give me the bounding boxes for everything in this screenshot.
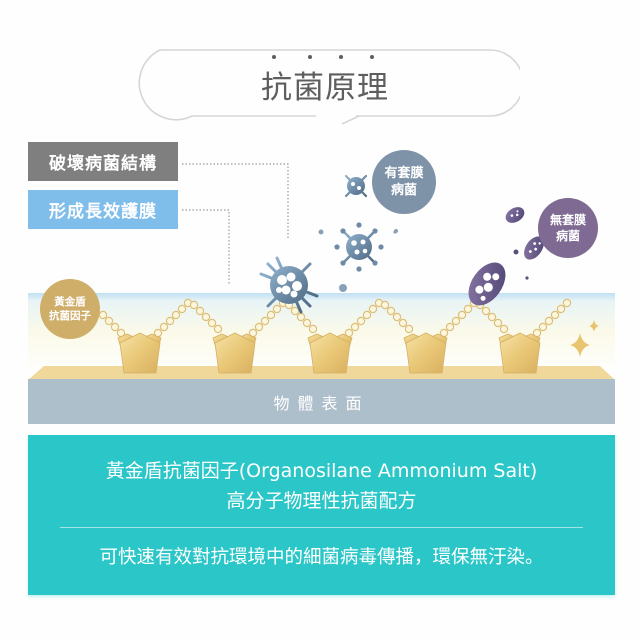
title-emphasis-dots [266,55,396,61]
virus-particles [318,229,398,292]
enveloped-virus-line2: 病菌 [390,183,417,198]
purple-particles [513,249,529,280]
enveloped-virus-medium [334,222,384,272]
info-headline: 黃金盾抗菌因子(Organosilane Ammonium Salt) [105,460,538,482]
info-panel: 黃金盾抗菌因子(Organosilane Ammonium Salt) 高分子物… [28,435,615,595]
info-subheadline: 高分子物理性抗菌配方 [226,490,417,512]
nonenveloped-virus-1 [505,207,525,223]
enveloped-virus-broken [257,255,321,315]
nonenveloped-virus-badge: 無套膜 病菌 [538,198,598,258]
object-surface-label: 物體表面 [273,393,370,413]
gold-factor-line1: 黃金盾 [54,296,86,308]
sparkle-icons [570,320,599,357]
info-description: 可快速有效對抗環境中的細菌病毒傳播，環保無汙染。 [99,547,544,568]
nonenveloped-virus-line1: 無套膜 [549,213,586,227]
enveloped-virus-line1: 有套膜 [384,166,424,181]
title-speech-bubble [138,49,520,126]
gold-chains: ×× ×× ×× ×× ×× [98,298,572,374]
enveloped-virus-badge: 有套膜 病菌 [372,150,436,214]
enveloped-virus-small [340,170,372,202]
object-surface: 物體表面 [28,379,615,424]
label-destroy-structure: 破壞病菌結構 [28,142,178,181]
page-title: 抗菌原理 [261,70,389,106]
nonenveloped-virus-broken [468,262,506,306]
nonenveloped-virus-line2: 病菌 [555,229,580,243]
gold-factor-line2: 抗菌因子 [49,310,91,322]
label-protective-film: 形成長效護膜 [28,190,178,229]
gold-factor-badge: 黃金盾 抗菌因子 [40,279,100,339]
info-divider [60,527,583,528]
nonenveloped-virus-2 [524,236,544,260]
connector-lines [182,163,289,285]
